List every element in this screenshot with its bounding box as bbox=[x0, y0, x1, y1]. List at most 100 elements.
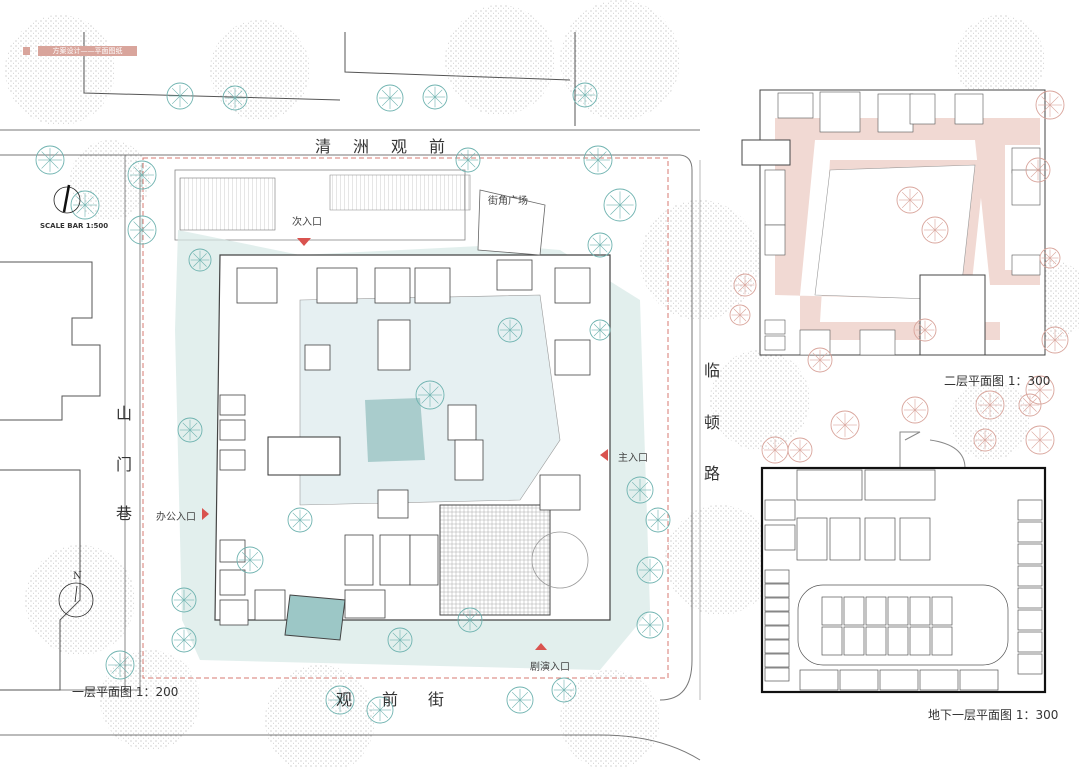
tree-icon bbox=[1035, 90, 1065, 120]
room bbox=[414, 267, 451, 304]
tree-icon bbox=[177, 417, 203, 443]
room bbox=[859, 329, 896, 356]
tree-icon bbox=[1025, 375, 1055, 405]
parking-stall bbox=[931, 626, 953, 656]
parking-stall bbox=[764, 611, 790, 626]
tree-icon bbox=[626, 476, 654, 504]
tree-layer bbox=[35, 82, 1069, 724]
canopy-shadow bbox=[265, 665, 375, 767]
parking-stall bbox=[1017, 521, 1043, 543]
tree-icon bbox=[572, 82, 598, 108]
tree-icon bbox=[105, 650, 135, 680]
corner-plaza bbox=[477, 189, 546, 256]
room bbox=[819, 91, 861, 133]
tree-icon bbox=[376, 84, 404, 112]
tree-icon bbox=[287, 507, 313, 533]
tree-icon bbox=[645, 507, 671, 533]
canopy-shadow bbox=[445, 5, 555, 115]
basement-room bbox=[796, 517, 828, 561]
room bbox=[219, 449, 246, 471]
theater-entry-label: 剧演入口 bbox=[530, 662, 570, 673]
street-left-label-2: 门 bbox=[116, 455, 135, 474]
tree-icon bbox=[366, 696, 394, 724]
theater-seating bbox=[439, 504, 551, 616]
basement-room bbox=[864, 469, 936, 501]
parking-area bbox=[179, 177, 276, 231]
room bbox=[764, 224, 786, 256]
north-label: N bbox=[73, 571, 82, 582]
tree-icon bbox=[457, 607, 483, 633]
theater-entry-arrow bbox=[535, 643, 547, 650]
basement-title: 地下一层平面图 1：300 bbox=[928, 708, 1059, 722]
room bbox=[316, 267, 358, 304]
parking-stall bbox=[909, 596, 931, 626]
parking-ramp bbox=[797, 584, 1009, 666]
parking-stall bbox=[764, 625, 790, 640]
tree-icon bbox=[551, 677, 577, 703]
tree-icon bbox=[603, 188, 637, 222]
room bbox=[954, 93, 984, 125]
second-floor-plan bbox=[741, 89, 1046, 356]
street-right-label-2: 顿 bbox=[704, 413, 723, 432]
parking-stall bbox=[1017, 543, 1043, 565]
scale-bar-icon bbox=[53, 184, 81, 214]
tree-icon bbox=[171, 627, 197, 653]
room bbox=[344, 534, 374, 586]
canopy-shadow bbox=[560, 670, 660, 767]
parking-stall bbox=[879, 669, 919, 691]
tree-icon bbox=[236, 546, 264, 574]
tree-icon bbox=[70, 190, 100, 220]
parking-stall bbox=[764, 639, 790, 654]
room bbox=[539, 474, 581, 511]
parking-stall bbox=[959, 669, 999, 691]
tree-icon bbox=[921, 216, 949, 244]
tree-icon bbox=[587, 232, 613, 258]
tree-icon bbox=[415, 380, 445, 410]
room bbox=[344, 589, 386, 619]
canopy-shadow bbox=[950, 380, 1030, 460]
corner-plaza-label: 街角广场 bbox=[488, 196, 528, 207]
parking-stall bbox=[1017, 609, 1043, 631]
tree-icon bbox=[973, 428, 997, 452]
tree-icon bbox=[497, 317, 523, 343]
tree-icon bbox=[830, 410, 860, 440]
ground-floor-title: 一层平面图 1：200 bbox=[72, 685, 179, 699]
parking-stall bbox=[1017, 565, 1043, 587]
street-right-label-3: 路 bbox=[704, 464, 723, 483]
tree-icon bbox=[455, 147, 481, 173]
basement-room bbox=[796, 469, 863, 501]
tree-icon bbox=[636, 556, 664, 584]
room bbox=[496, 259, 533, 291]
tree-icon bbox=[127, 160, 157, 190]
canopy-shadow bbox=[955, 15, 1045, 105]
room bbox=[877, 93, 914, 133]
room bbox=[219, 419, 246, 441]
parking-stall bbox=[1017, 653, 1043, 675]
ground-floor-plan bbox=[174, 169, 650, 670]
parking-stall bbox=[919, 669, 959, 691]
parking-stall bbox=[821, 626, 843, 656]
parking-stall bbox=[1017, 499, 1043, 521]
parking-stall bbox=[839, 669, 879, 691]
room bbox=[909, 93, 936, 125]
room bbox=[236, 267, 278, 304]
secondary-entry-label: 次入口 bbox=[292, 217, 322, 228]
tree-icon bbox=[1039, 247, 1061, 269]
tree-icon bbox=[913, 318, 937, 342]
tree-icon bbox=[1041, 326, 1069, 354]
basement-room bbox=[829, 517, 861, 561]
main-entry-label: 主入口 bbox=[618, 453, 648, 464]
parking-stall bbox=[821, 596, 843, 626]
tree-icon bbox=[506, 686, 534, 714]
main-entry-arrow bbox=[600, 449, 608, 461]
parking-stall bbox=[764, 653, 790, 668]
north-arrow-icon bbox=[58, 582, 94, 618]
parking-stall bbox=[843, 596, 865, 626]
parking-stall bbox=[799, 669, 839, 691]
basement-room bbox=[864, 517, 896, 561]
room bbox=[764, 335, 786, 351]
room bbox=[409, 534, 439, 586]
room bbox=[304, 344, 331, 371]
room bbox=[447, 404, 477, 441]
